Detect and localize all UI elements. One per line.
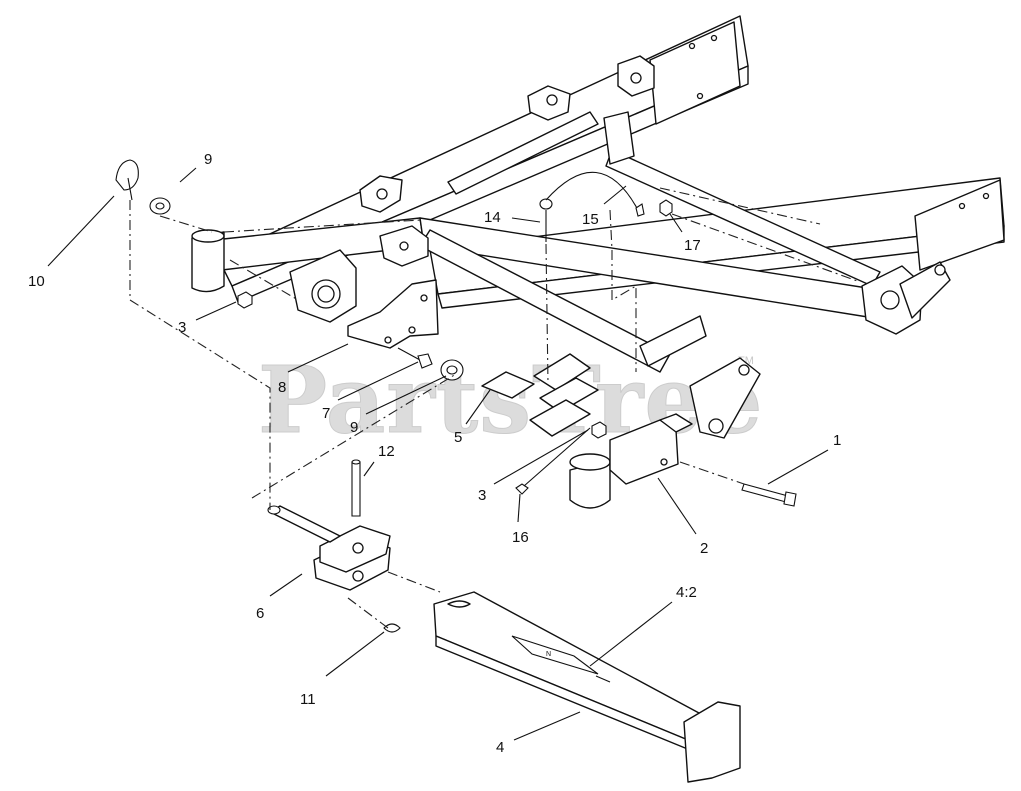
- callout-1: 1: [833, 432, 841, 449]
- part-9-washer-upper: [149, 197, 171, 215]
- callout-3-center: 3: [478, 487, 486, 504]
- callout-5: 5: [454, 429, 462, 446]
- part-12-pin: [351, 459, 361, 517]
- callout-4-2: 4:2: [676, 584, 697, 601]
- callout-15: 15: [582, 211, 599, 228]
- part-2-caster-bracket: [569, 413, 693, 509]
- callout-3-left: 3: [178, 319, 186, 336]
- part-6-hitch-bracket: [267, 505, 391, 591]
- callouts: 1 2 3 3 4 4:2 5 6 7 8 9 9 10 11 12 14 15…: [28, 151, 841, 756]
- watermark-text: PartsTree: [258, 346, 763, 454]
- callout-11: 11: [300, 691, 316, 708]
- leader-lines: [47, 167, 829, 741]
- callout-14: 14: [484, 209, 501, 226]
- part-8-bracket: [347, 279, 439, 349]
- callout-10: 10: [28, 273, 45, 290]
- callout-6: 6: [256, 605, 264, 622]
- part-4-tow-bar: N: [433, 591, 741, 783]
- part-7-bolt: [397, 347, 433, 369]
- callout-7: 7: [322, 405, 330, 422]
- assembly-lines: [129, 187, 861, 629]
- part-9-washer-lower: [440, 359, 464, 381]
- part-11-clip: [383, 623, 401, 633]
- mower-frame: [191, 15, 1005, 439]
- callout-2: 2: [700, 540, 708, 557]
- part-5-plate: [481, 353, 599, 437]
- callout-9-upper: 9: [204, 151, 212, 168]
- callout-12: 12: [378, 443, 395, 460]
- part-10-hitch-pin: [115, 159, 139, 201]
- hardware: N: [115, 159, 797, 783]
- callout-9-lower: 9: [350, 419, 358, 436]
- callout-17: 17: [684, 237, 701, 254]
- callout-16: 16: [512, 529, 529, 546]
- part-14-pin: [539, 198, 553, 242]
- part-17-nut: [659, 199, 673, 217]
- part-1-bolt: [741, 483, 797, 507]
- tow-bar-decal-text: N: [546, 651, 551, 658]
- part-3-nut-center: [591, 421, 607, 439]
- part-15-lanyard: [545, 171, 645, 217]
- part-3-nut-left: [237, 291, 253, 309]
- callout-8: 8: [278, 379, 286, 396]
- watermark: PartsTree TM: [258, 346, 763, 455]
- part-16-bolt: [515, 427, 591, 495]
- callout-4: 4: [496, 739, 504, 756]
